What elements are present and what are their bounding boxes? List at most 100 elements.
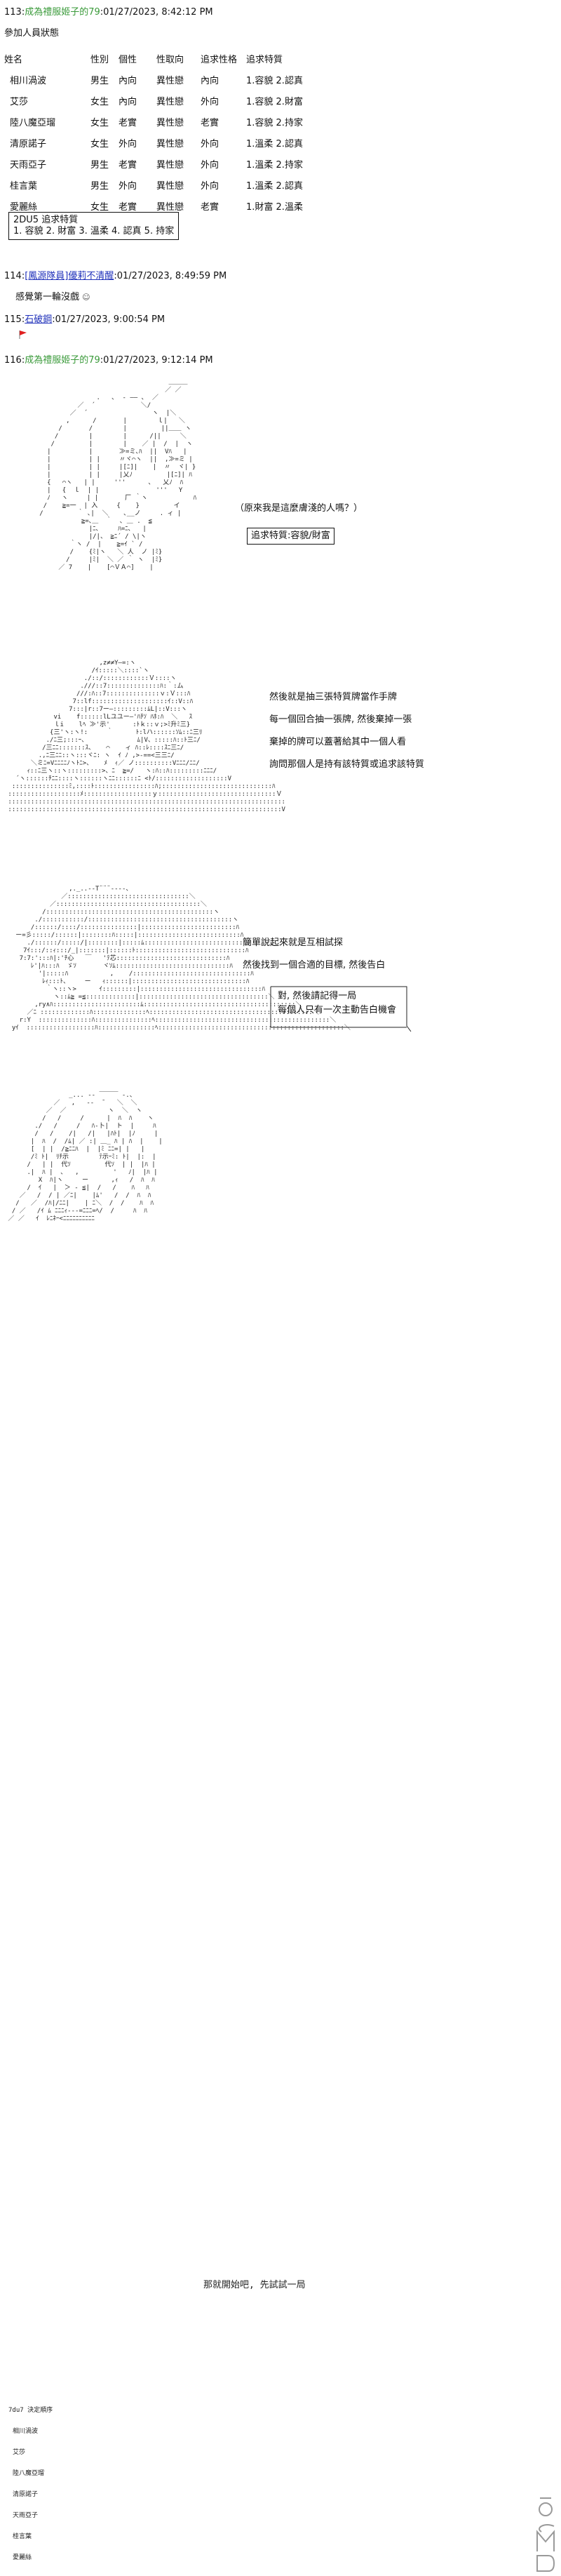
- cell-pursue: 外向: [201, 159, 219, 171]
- post-header-116: 116:成為禮服姬子的79:01/27/2023, 9:12:14 PM: [4, 352, 213, 366]
- cell-traits: 1.溫柔 2.持家: [246, 159, 303, 171]
- cell-orientation: 異性戀: [156, 180, 184, 192]
- col-personality: 個性: [119, 54, 137, 65]
- post-date: :01/27/2023, 9:00:54 PM: [52, 314, 165, 325]
- cell-name: 陸八魔亞瑠: [10, 117, 56, 128]
- cell-personality: 老實: [119, 159, 137, 171]
- cell-gender: 女生: [90, 117, 109, 128]
- poster-name-link[interactable]: [鳳源隊員]優莉不清醒: [25, 271, 114, 281]
- list-item: 相川渦波: [13, 2428, 39, 2435]
- scene2-line-2: 每一個回合抽一張牌, 然後棄掉一張: [269, 714, 412, 725]
- dice-line-2: 1. 容貌 2. 財富 3. 溫柔 4. 認真 5. 持家: [13, 226, 175, 236]
- ascii-art-character-1: ＿＿＿ ／ ／ . ､ ‐ ―― ､ ／ ／ ´ ＼/ ／ ´ ヽ |＼ , /…: [39, 379, 197, 571]
- cell-traits: 1.容貌 2.持家: [246, 117, 303, 128]
- ascii-art-character-4: _... -‐ ￣￣￣ ‐.、 ／ , -‐ ̄ ＼ ＼ ／ ／ ヽ ＼ ヽ /…: [4, 1092, 555, 2572]
- post-number: 116:: [4, 355, 25, 366]
- cell-gender: 男生: [90, 180, 109, 192]
- post-header-115: 115:石破鋼:01/27/2023, 9:00:54 PM: [4, 312, 165, 325]
- cell-traits: 1.溫柔 2.認真: [246, 138, 303, 149]
- smile-emoji-icon: ☺: [82, 293, 90, 302]
- scene3-line-2: 然後找到一個合適的目標, 然後告白: [243, 960, 386, 970]
- list-item: 陸八魔亞瑠: [13, 2470, 45, 2477]
- scene3-text: 簡單說起來就是互相試探 然後找到一個合適的目標, 然後告白: [243, 932, 385, 977]
- ascii-art-character-3: ,._..-‐T¨¨¨‐-‐‐、 ／::::::::::::::::::::::…: [11, 886, 351, 1032]
- cell-name: 艾莎: [10, 96, 29, 107]
- cell-pursue: 內向: [201, 75, 219, 86]
- cell-gender: 男生: [90, 159, 109, 171]
- cell-name: 相川渦波: [10, 75, 47, 86]
- cell-orientation: 異性戀: [156, 159, 184, 171]
- trait-box: 追求特質:容貌/財富: [247, 528, 334, 545]
- cell-traits: 1.財富 2.溫柔: [246, 201, 303, 213]
- cell-orientation: 異性戀: [156, 75, 184, 86]
- post-date: :01/27/2023, 9:12:14 PM: [100, 355, 213, 366]
- poster-name[interactable]: 成為禮服姬子的79: [25, 355, 100, 366]
- post-date: :01/27/2023, 8:49:59 PM: [114, 271, 227, 281]
- cell-traits: 1.容貌 2.財富: [246, 96, 303, 107]
- scene2-line-1: 然後就是抽三張特質牌當作手牌: [269, 692, 398, 702]
- cell-orientation: 異性戀: [156, 117, 184, 128]
- cell-personality: 內向: [119, 75, 137, 86]
- col-gender: 性別: [90, 54, 109, 65]
- status-heading: 參加人員狀態: [4, 28, 60, 39]
- post-number: 113:: [4, 7, 25, 18]
- scene2-line-4: 詢問那個人是持有該特質或追求該特質: [269, 759, 425, 770]
- list-item: 艾莎: [13, 2449, 26, 2456]
- cell-personality: 外向: [119, 180, 137, 192]
- cell-gender: 女生: [90, 138, 109, 149]
- table-header-row: 姓名 性別 個性 性取向 追求性格 追求特質: [4, 48, 309, 69]
- list-item: 愛麗絲: [13, 2554, 32, 2561]
- dice-result-box: 2DU5 追求特質 1. 容貌 2. 財富 3. 溫柔 4. 認真 5. 持家: [8, 212, 180, 240]
- cell-pursue: 老實: [201, 117, 219, 128]
- post-number: 115:: [4, 314, 25, 325]
- cell-pursue: 外向: [201, 180, 219, 192]
- scene3-bubble-line-2: 每個人只有一次主動告白機會: [278, 1005, 397, 1015]
- cell-name: 天雨亞子: [10, 159, 47, 171]
- scene3-bubble-text: 對, 然後請記得一局 每個人只有一次主動告白機會: [278, 989, 396, 1017]
- order-heading: 7du7 決定順序: [8, 2407, 53, 2414]
- cell-orientation: 異性戀: [156, 138, 184, 149]
- red-flag-icon: [19, 331, 27, 339]
- dice-line-1: 2DU5 追求特質: [13, 215, 79, 225]
- col-pursue-personality: 追求性格: [201, 54, 238, 65]
- cell-gender: 女生: [90, 96, 109, 107]
- list-item: 天雨亞子: [13, 2512, 39, 2519]
- cell-orientation: 異性戀: [156, 201, 184, 213]
- scene2-text: 然後就是抽三張特質牌當作手牌 每一個回合抽一張牌, 然後棄掉一張 棄掉的牌可以蓋…: [269, 686, 424, 776]
- cell-traits: 1.溫柔 2.認真: [246, 180, 303, 192]
- cell-name: 桂言葉: [10, 180, 38, 192]
- post-header-113: 113:成為禮服姬子的79:01/27/2023, 8:42:12 PM: [4, 4, 213, 18]
- cell-gender: 男生: [90, 75, 109, 86]
- poster-name[interactable]: 成為禮服姬子的79: [25, 7, 100, 18]
- cell-name: 愛麗絲: [10, 201, 38, 213]
- cell-pursue: 老實: [201, 201, 219, 213]
- cell-traits: 1.容貌 2.認真: [246, 75, 303, 86]
- cell-pursue: 外向: [201, 96, 219, 107]
- scene3-bubble-line-1: 對, 然後請記得一局: [278, 991, 357, 1001]
- col-name: 姓名: [4, 54, 23, 65]
- list-item: 桂言葉: [13, 2533, 32, 2540]
- cell-pursue: 外向: [201, 138, 219, 149]
- ascii-art-character-2: ,z≠≠Y―=:ヽ /ｲ:::::＼::::`ヽ ./::/::::::::::…: [8, 660, 285, 813]
- speech-bubble: [270, 986, 412, 1032]
- list-item: 清原諾子: [13, 2491, 39, 2498]
- cell-name: 清原諾子: [10, 138, 47, 149]
- post-114-text: 感覺第一輪沒戲: [15, 292, 80, 302]
- cell-personality: 老實: [119, 117, 137, 128]
- table-row: 天雨亞子 男生老實 異性戀 外向 1.溫柔 2.持家: [4, 153, 309, 174]
- cell-orientation: 異性戀: [156, 96, 184, 107]
- scene3-line-1: 簡單說起來就是互相試探: [243, 937, 344, 948]
- cell-personality: 老實: [119, 201, 137, 213]
- scene2-line-3: 棄掉的牌可以蓋著給其中一個人看: [269, 737, 407, 747]
- post-date: :01/27/2023, 8:42:12 PM: [100, 7, 213, 18]
- post-header-114: 114:[鳳源隊員]優莉不清醒:01/27/2023, 8:49:59 PM: [4, 268, 227, 281]
- cell-personality: 外向: [119, 138, 137, 149]
- col-pursue-traits: 追求特質: [246, 54, 283, 65]
- thought-text: （原來我是這麼膚淺的人嗎？）: [235, 503, 363, 514]
- poster-name-link[interactable]: 石破鋼: [25, 314, 53, 325]
